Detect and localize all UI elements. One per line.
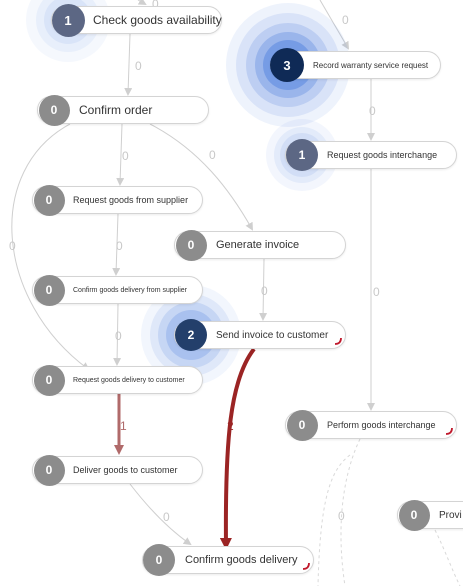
node-count-badge: 0 (33, 274, 65, 306)
edge-count-label: 1 (120, 419, 127, 433)
node-label: Deliver goods to customer (73, 465, 178, 475)
node-request-goods-delivery-to-customer[interactable]: 0 Request goods delivery to customer (32, 364, 203, 396)
node-count-badge: 0 (143, 544, 175, 576)
node-count-badge: 0 (286, 409, 318, 441)
edge-count-label: 0 (116, 239, 123, 253)
edge-deliver-confirmdelivery[interactable] (129, 483, 192, 546)
bottleneck-corner-icon (445, 427, 453, 435)
node-label: Record warranty service request (313, 60, 429, 70)
node-label: Confirm goods delivery from supplier (73, 286, 187, 294)
bottleneck-corner-icon (302, 562, 310, 570)
node-count-badge: 0 (33, 454, 65, 486)
node-count-badge: 1 (51, 3, 85, 37)
edge-top-right[interactable] (319, 0, 350, 50)
node-count-badge: 0 (398, 499, 430, 531)
edge-count-label: 0 (209, 148, 216, 162)
edge-count-label: 0 (163, 510, 170, 524)
edge-confirm-delivery-request[interactable] (11, 123, 90, 371)
edge-count-label: 0 (152, 0, 159, 11)
node-send-invoice-to-customer[interactable]: 2 Send invoice to customer (174, 319, 346, 351)
node-check-goods-availability[interactable]: 1 Check goods availability (51, 3, 222, 37)
node-label: Check goods availability (93, 13, 222, 27)
node-count-badge: 0 (38, 94, 70, 126)
edge-confirmsupplier-delivery[interactable] (113, 303, 122, 366)
node-provide[interactable]: 0 Provi (397, 499, 463, 531)
bottleneck-corner-icon (334, 337, 342, 345)
edge-count-label: 0 (373, 285, 380, 299)
node-label: Send invoice to customer (216, 329, 329, 341)
edge-count-label: 2 (227, 419, 234, 433)
node-label: Request goods delivery to customer (73, 376, 185, 384)
node-label: Request goods interchange (327, 150, 438, 160)
node-count-badge: 1 (286, 139, 318, 171)
node-count-badge: 2 (175, 319, 207, 351)
node-label: Generate invoice (216, 239, 300, 251)
edge-count-label: 0 (338, 509, 345, 523)
node-confirm-goods-delivery[interactable]: 0 Confirm goods delivery (142, 544, 314, 576)
node-confirm-goods-delivery-from-supplier[interactable]: 0 Confirm goods delivery from supplier (32, 274, 203, 306)
bg-dashed-curve-right (434, 529, 461, 586)
edge-count-label: 0 (122, 149, 129, 163)
edge-invoice-send[interactable] (259, 258, 268, 321)
node-perform-goods-interchange[interactable]: 0 Perform goods interchange (285, 409, 457, 441)
edge-top-left[interactable] (137, 0, 147, 5)
node-request-goods-from-supplier[interactable]: 0 Request goods from supplier (32, 184, 203, 216)
node-count-badge: 0 (175, 229, 207, 261)
node-count-badge: 0 (33, 364, 65, 396)
edge-supplier-confirmsupplier[interactable] (112, 213, 121, 276)
edge-confirm-supplier[interactable] (116, 123, 125, 186)
node-record-warranty-service-request[interactable]: 3 Record warranty service request (270, 48, 441, 82)
edge-count-label: 0 (261, 284, 268, 298)
edge-check-confirm[interactable] (124, 33, 133, 96)
edge-count-label: 0 (115, 329, 122, 343)
edge-count-label: 0 (135, 59, 142, 73)
bg-dashed-curve-mid (317, 454, 351, 586)
edge-count-label: 0 (369, 104, 376, 118)
node-label: Confirm order (79, 103, 153, 117)
node-request-goods-interchange[interactable]: 1 Request goods interchange (285, 139, 457, 171)
node-count-badge: 0 (33, 184, 65, 216)
node-label: Confirm goods delivery (185, 554, 298, 566)
node-deliver-goods-to-customer[interactable]: 0 Deliver goods to customer (32, 454, 203, 486)
edge-count-label: 0 (9, 239, 16, 253)
node-label: Perform goods interchange (327, 420, 436, 430)
node-count-badge: 3 (270, 48, 304, 82)
edge-perform-out[interactable] (340, 438, 361, 586)
node-label: Request goods from supplier (73, 195, 189, 205)
node-confirm-order[interactable]: 0 Confirm order (37, 94, 209, 126)
node-generate-invoice[interactable]: 0 Generate invoice (174, 229, 346, 261)
edge-confirm-invoice[interactable] (149, 123, 253, 231)
node-label: Provi (439, 509, 462, 521)
edge-count-label: 0 (342, 13, 349, 27)
edge-send-confirmdelivery[interactable] (219, 347, 256, 550)
